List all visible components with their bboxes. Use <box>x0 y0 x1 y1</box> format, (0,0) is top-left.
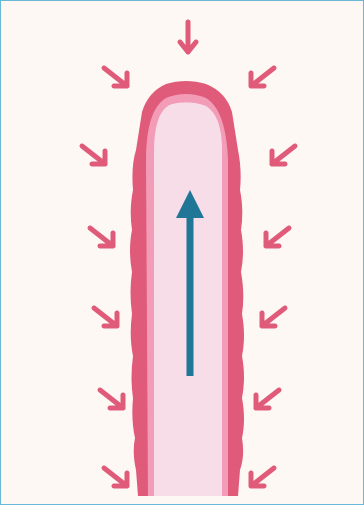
arrow-inward-icon-left-6 <box>104 468 127 486</box>
arrow-inward-icon-right-1 <box>251 68 274 86</box>
arrow-inward-icon-right-5 <box>256 390 279 408</box>
arrow-inward-icon-left-1 <box>104 68 127 86</box>
arrow-inward-icon-left-4 <box>94 308 117 326</box>
arrow-inward-icon-left-5 <box>100 390 123 408</box>
arrow-inward-icon-right-6 <box>251 468 274 486</box>
arrow-inward-icon-left-3 <box>90 228 113 246</box>
arrow-inward-icon-left-2 <box>82 146 105 164</box>
arrow-inward-icon-right-4 <box>262 308 285 326</box>
arrow-inward-icon-top <box>180 22 196 52</box>
arrow-inward-icon-right-3 <box>266 228 289 246</box>
arrow-inward-icon-right-2 <box>272 146 295 164</box>
